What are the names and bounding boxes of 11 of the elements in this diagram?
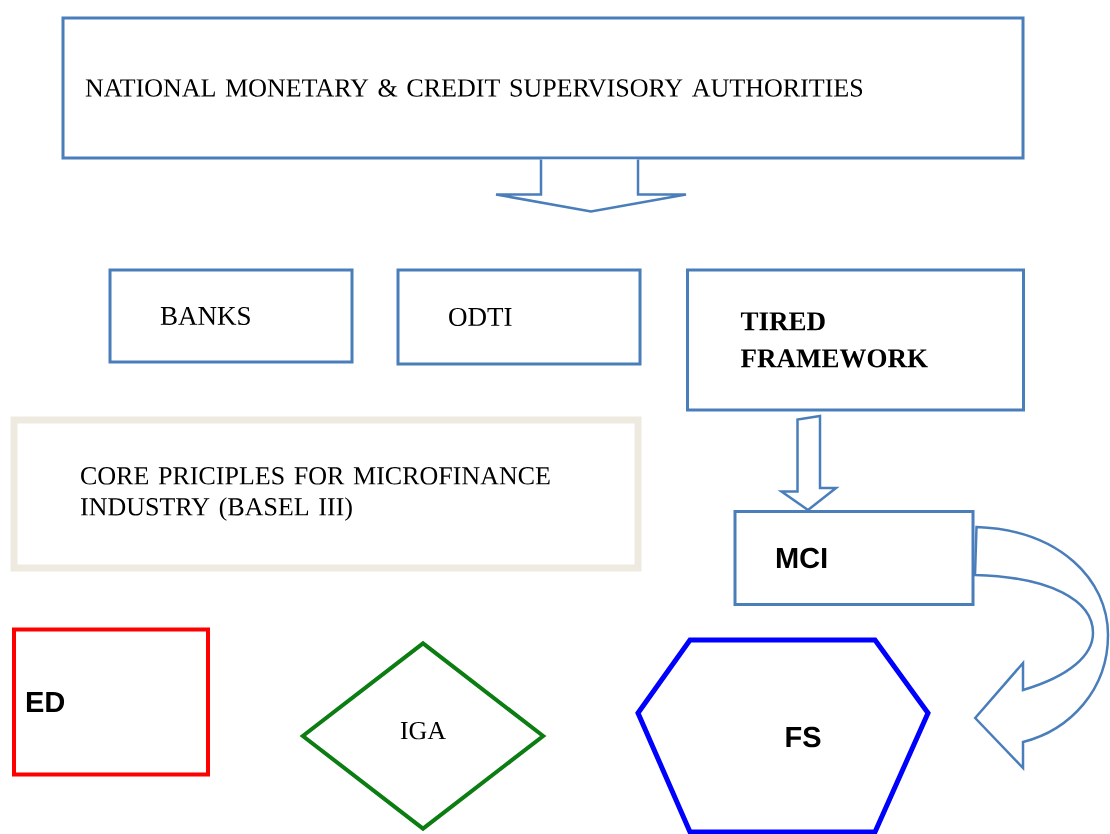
text-box: ED bbox=[12, 627, 210, 777]
hexagon: FS bbox=[635, 637, 931, 834]
text-box: BANKS bbox=[108, 268, 354, 364]
principles-box: CORE PRICIPLES FOR MICROFINANCE INDUSTRY (BASEL III) bbox=[10, 416, 642, 572]
text-box: TIRED FRAMEWORK bbox=[686, 268, 1025, 412]
text-box: ODTI bbox=[396, 268, 642, 366]
curved-block-arrow bbox=[973, 525, 1110, 770]
block-arrow bbox=[777, 414, 840, 512]
authority-box: NATIONAL MONETARY & CREDIT SUPERVISORY AUTHORITIES bbox=[61, 16, 1025, 160]
text-box: MCI bbox=[733, 510, 975, 606]
block-arrow bbox=[494, 158, 688, 213]
